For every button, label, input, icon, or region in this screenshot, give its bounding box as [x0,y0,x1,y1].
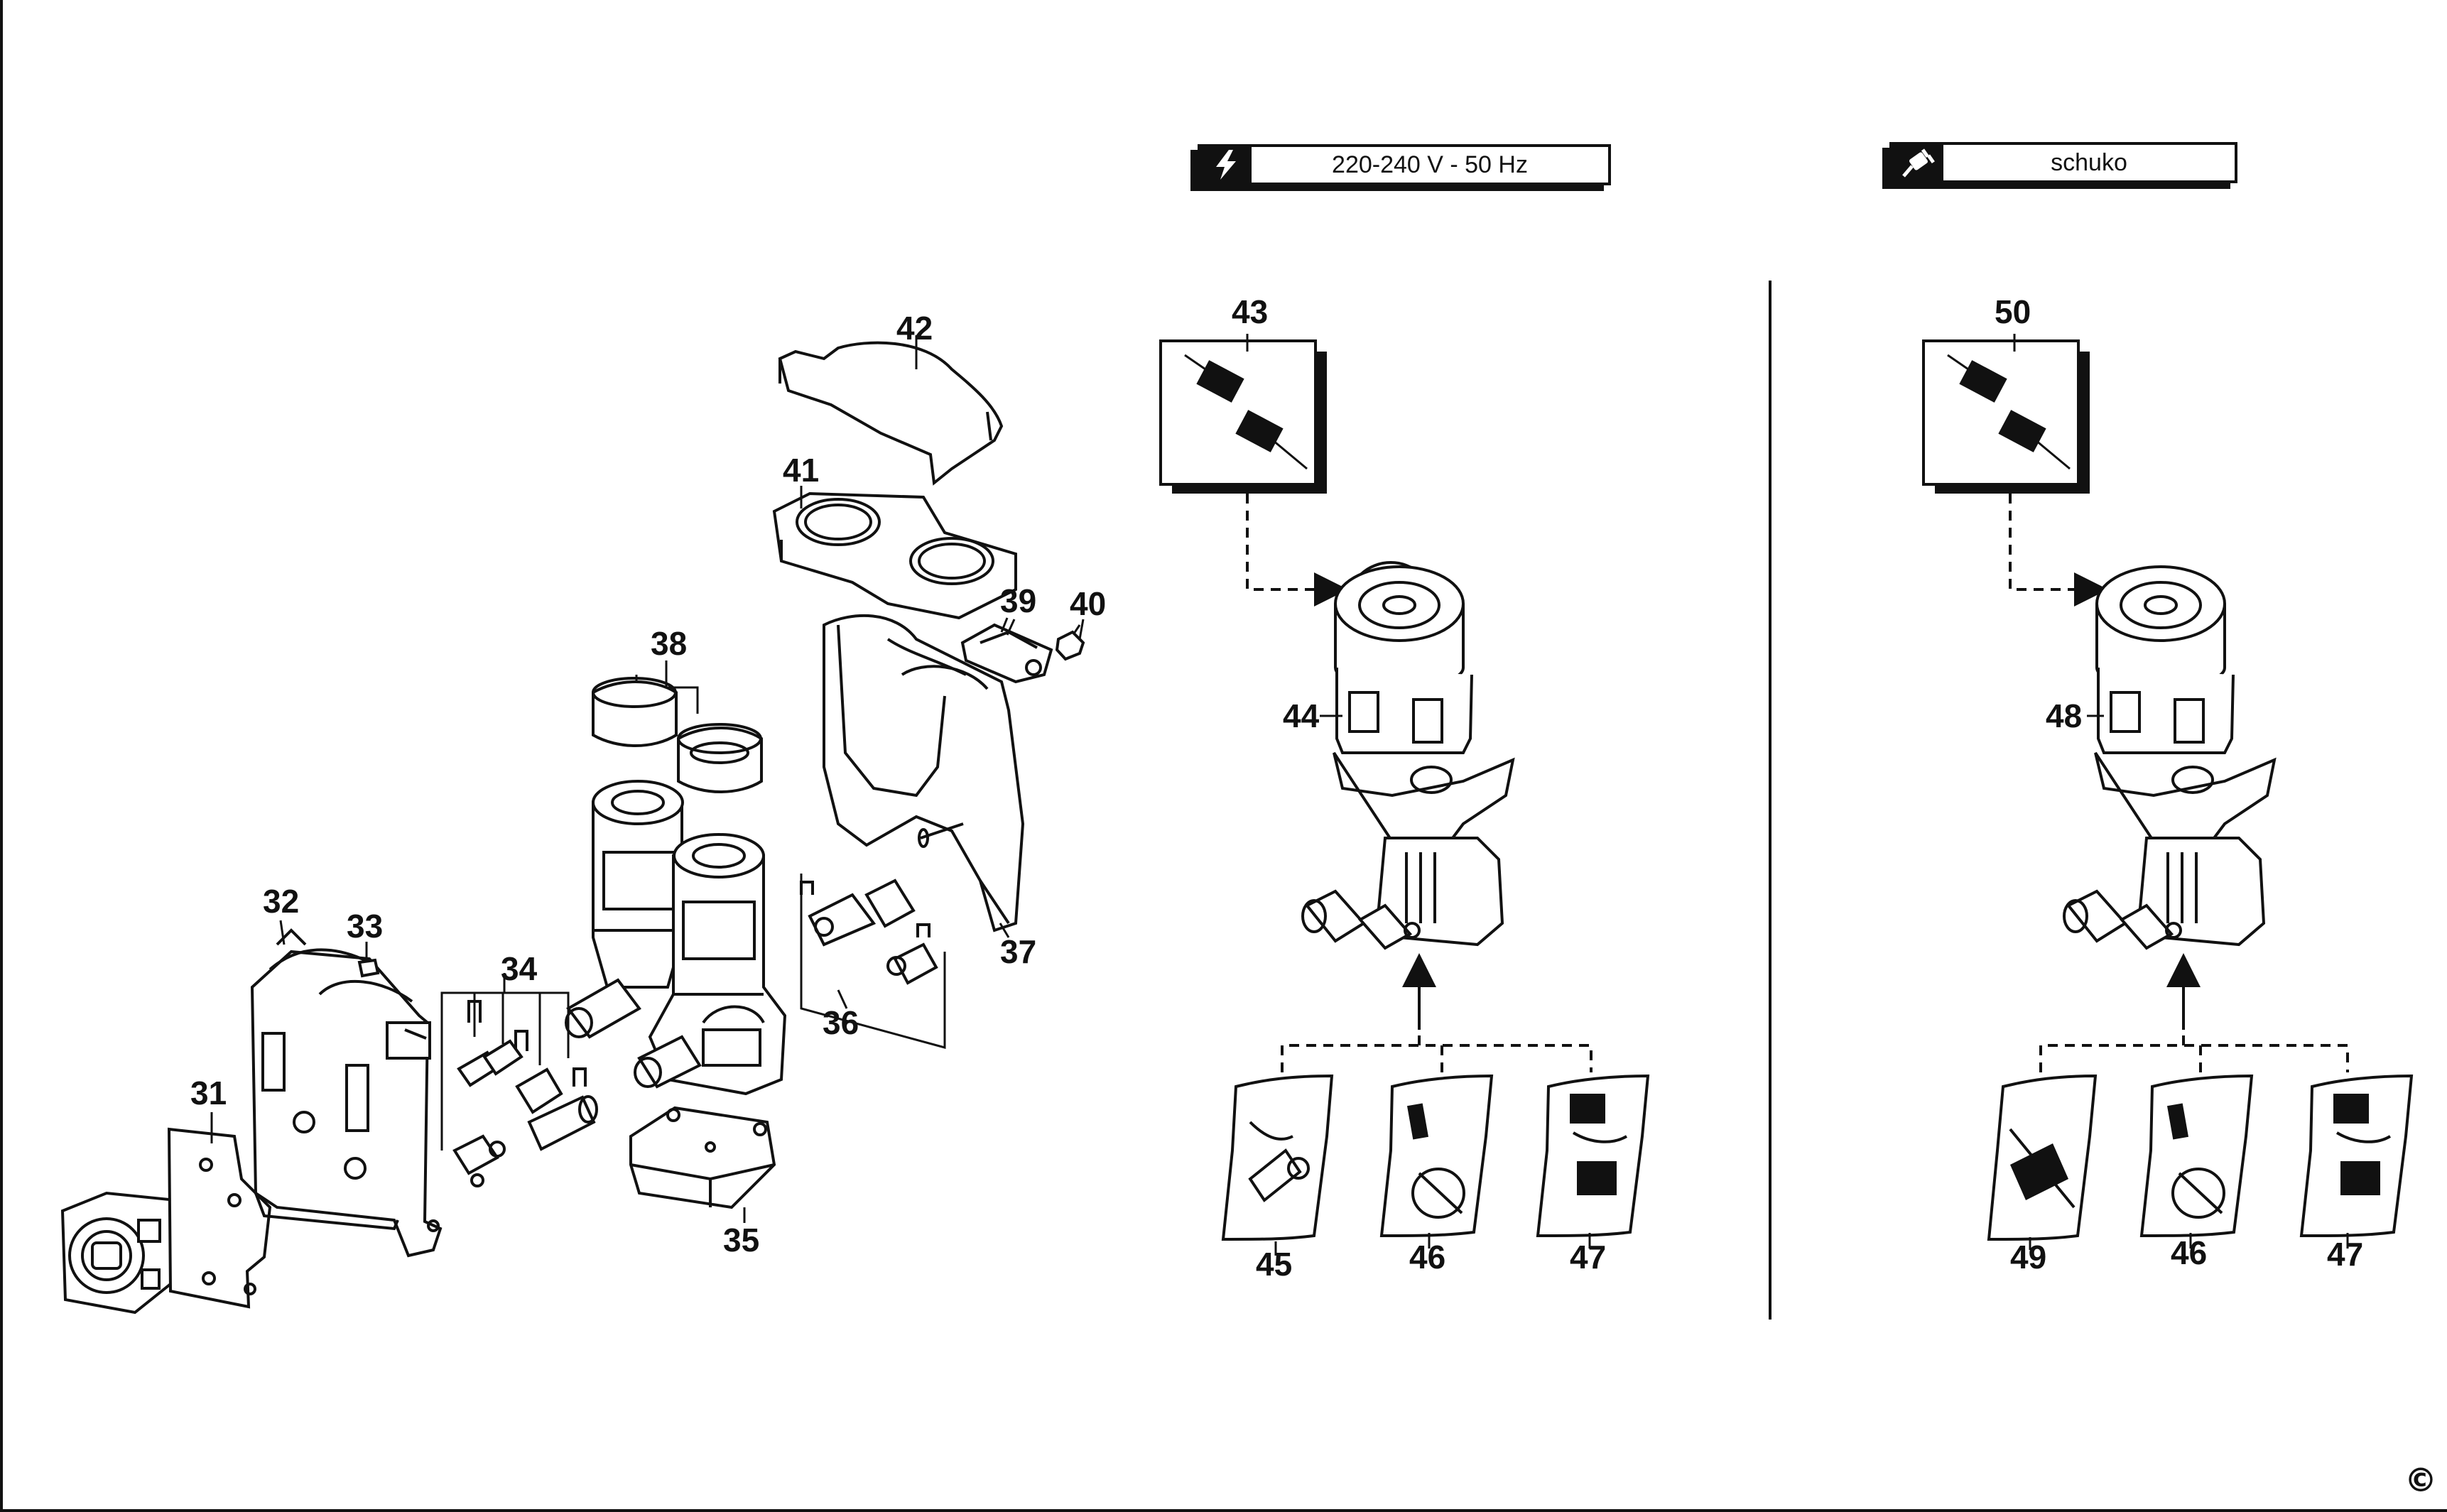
callout-32: 32 [263,883,299,920]
kit-bag-47b [2299,1074,2414,1238]
kit-bag-49 [1987,1074,2098,1241]
callout-38: 38 [651,625,687,662]
callout-37: 37 [1000,933,1036,970]
part-32-rear-housing [250,928,443,1258]
callout-44: 44 [1283,697,1320,734]
kit-branch-right [2039,1044,2349,1072]
kit-bag-46a [1379,1074,1494,1238]
part-37-housing [823,614,1025,932]
kit-bag-46b [2139,1074,2254,1238]
callout-33: 33 [347,908,383,945]
carbon-brush-box-43 [1159,339,1327,494]
plug-header: schuko [1889,142,2237,183]
arrow-43-to-44 [1246,494,1348,607]
plug-icon [1892,145,1943,180]
callout-46-a: 46 [1409,1239,1445,1276]
motor-48 [2063,565,2277,950]
carbon-brush-box-50 [1922,339,2090,494]
plug-label: schuko [2051,148,2127,176]
part-40-cap [1055,624,1085,661]
callout-36: 36 [823,1004,859,1041]
callout-41: 41 [783,452,819,489]
lightning-bolt-icon [1200,147,1252,183]
callout-40: 40 [1070,585,1106,622]
callout-49: 49 [2010,1239,2046,1276]
callout-leaders [210,334,2349,1256]
callout-31: 31 [190,1075,227,1111]
motor-44 [1301,561,1515,950]
callout-35: 35 [723,1222,759,1258]
callout-46-b: 46 [2171,1234,2207,1271]
kit-bag-45 [1221,1074,1334,1241]
part-41-frame [772,491,1017,620]
kit-branch-left [1281,1044,1593,1072]
callout-47-a: 47 [1570,1239,1606,1276]
voltage-header: 220-240 V - 50 Hz [1198,144,1611,185]
motor-pump-left [565,780,684,1039]
part-31-plate [167,1127,272,1309]
callout-47-b: 47 [2327,1236,2363,1273]
arrow-50-to-48 [2009,494,2108,607]
part-38-motor-caps [592,660,763,793]
part-42-cover [778,341,1004,486]
callout-43: 43 [1232,293,1268,330]
motor-pump-right [634,833,787,1096]
part-31-switch-front [60,1191,180,1315]
callout-34: 34 [501,950,538,987]
part-35-base [629,1106,776,1209]
callout-42: 42 [896,310,933,347]
callout-39: 39 [1000,582,1036,619]
copyright-mark: © [2404,1461,2437,1499]
callout-48: 48 [2046,697,2082,734]
kit-bag-47a [1536,1074,1650,1238]
part-34-pressure-valves [440,973,598,1187]
callout-50: 50 [1995,293,2031,330]
part-36-valve [800,874,946,1049]
callout-45: 45 [1256,1246,1292,1283]
voltage-label: 220-240 V - 50 Hz [1332,151,1528,178]
